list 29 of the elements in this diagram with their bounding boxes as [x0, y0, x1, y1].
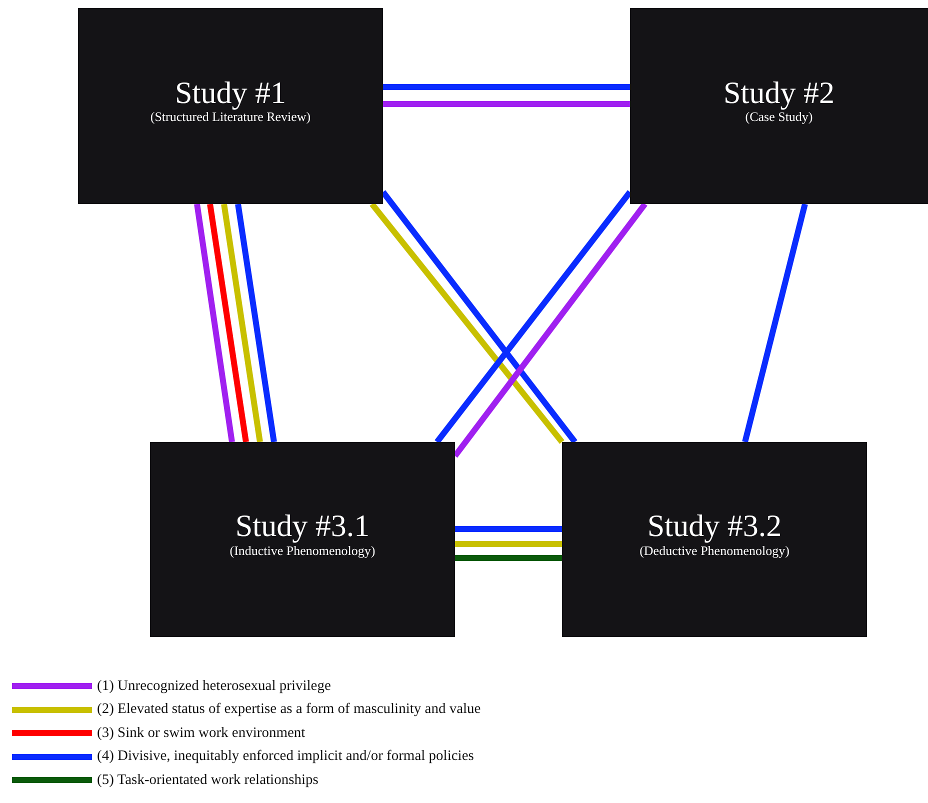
study-box: [150, 442, 455, 637]
study-box: [78, 8, 383, 204]
study-title: Study #3.1: [235, 510, 370, 543]
legend-label: (2) Elevated status of expertise as a form of masculinity and value: [97, 701, 481, 718]
connector-line: [383, 84, 630, 90]
study-title: Study #2: [723, 76, 835, 110]
connector-line: [370, 202, 564, 444]
study-title: Study #1: [174, 76, 286, 110]
connector-line: [207, 204, 249, 442]
study-box: [562, 442, 867, 637]
study-subtitle: (Case Study): [745, 109, 813, 126]
legend-label: (3) Sink or swim work environment: [97, 724, 306, 742]
study-subtitle: (Deductive Phenomenology): [640, 542, 790, 559]
connector-line: [455, 526, 562, 532]
connector-line: [455, 555, 562, 561]
connector-line: [221, 204, 263, 442]
connector-line: [383, 101, 630, 107]
connector-line: [455, 541, 562, 547]
connector-line: [742, 203, 808, 443]
study-subtitle: (Structured Literature Review): [150, 109, 311, 126]
legend-label: (1) Unrecognized heterosexual privilege: [97, 678, 331, 694]
legend-label: (5) Task-orientated work relationships: [97, 772, 318, 788]
connector-line: [235, 204, 277, 442]
connector-line: [434, 190, 632, 444]
connector-line: [194, 204, 235, 442]
study-title: Study #3.2: [647, 510, 782, 543]
study-subtitle: (Inductive Phenomenology): [230, 542, 376, 559]
legend-label: (4) Divisive, inequitably enforced implicit and/or formal policies: [97, 748, 474, 765]
study-box: [630, 8, 928, 204]
